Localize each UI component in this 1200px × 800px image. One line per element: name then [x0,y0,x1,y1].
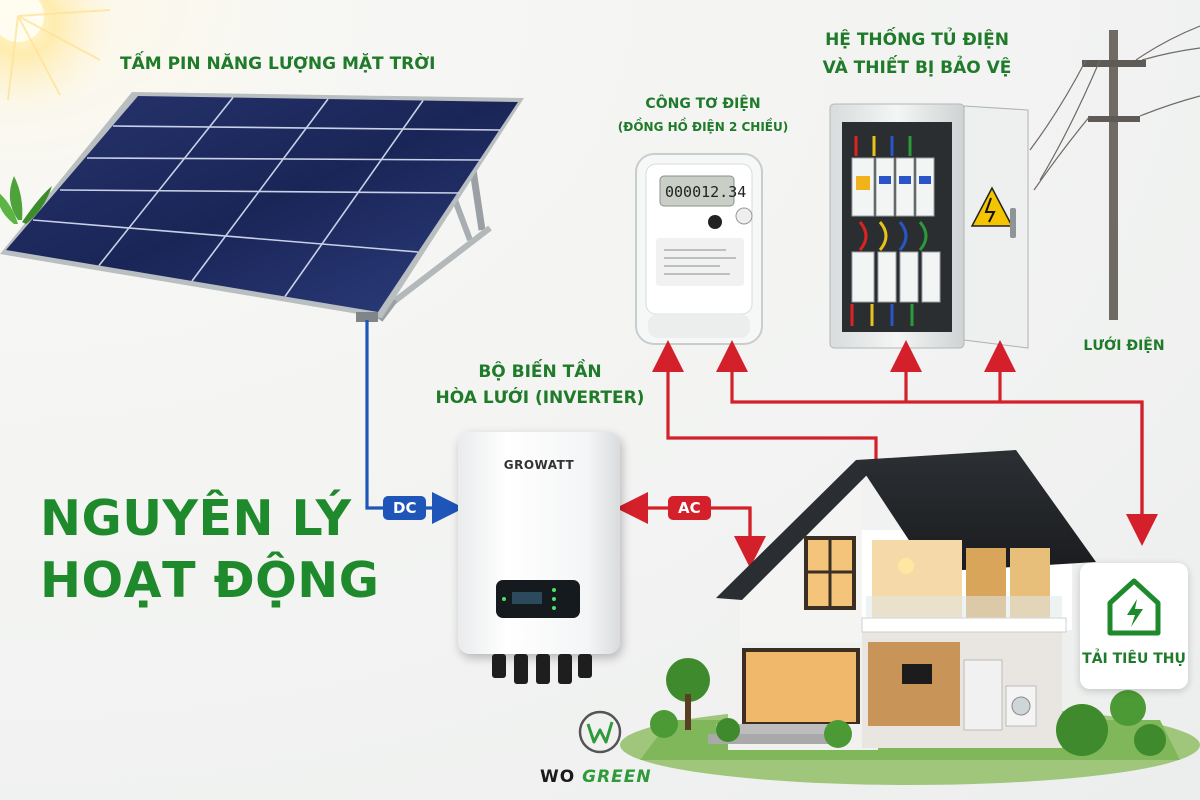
meter-sublabel: (ĐỒNG HỒ ĐIỆN 2 CHIỀU) [598,118,808,136]
dc-wire [367,320,448,508]
page-title: NGUYÊN LÝ HOẠT ĐỘNG [40,488,380,612]
meter-label: CÔNG TƠ ĐIỆN [598,94,808,114]
power-pole-icon [1030,26,1200,320]
load-box: TẢI TIÊU THỤ [1080,563,1188,689]
sun-icon [0,0,117,117]
inverter-label-line1: BỘ BIẾN TẦN [430,360,650,384]
logo-text-green: GREEN [582,767,652,787]
cabinet-label-line2: VÀ THIẾT BỊ BẢO VỆ [812,56,1022,80]
dc-tag: DC [383,496,426,520]
inverter-icon: GROWATT [458,432,620,654]
solar-panel-label: TẤM PIN NĂNG LƯỢNG MẶT TRỜI [120,52,435,76]
inverter-label-line2: HÒA LƯỚI (INVERTER) [430,386,650,410]
electric-meter-icon: 000012.34 [636,154,762,344]
ac-tag: AC [668,496,711,520]
wogreen-logo-icon [578,710,622,754]
load-label: TẢI TIÊU THỤ [1080,649,1188,669]
grid-label: LƯỚI ĐIỆN [1068,336,1180,356]
electrical-cabinet-icon [830,104,1028,348]
inverter-display [496,580,580,618]
logo-text: WO GREEN [540,766,652,788]
inverter-brand: GROWATT [458,458,620,472]
svg-text:000012.34: 000012.34 [665,183,746,201]
house-lightning-icon [1080,563,1188,643]
title-line-1: NGUYÊN LÝ [40,488,380,550]
inverter-connectors [492,654,592,690]
title-line-2: HOẠT ĐỘNG [40,550,380,612]
cabinet-label-line1: HỆ THỐNG TỦ ĐIỆN [812,28,1022,52]
solar-panel-icon [0,92,524,322]
logo-text-wo: WO [540,767,575,787]
